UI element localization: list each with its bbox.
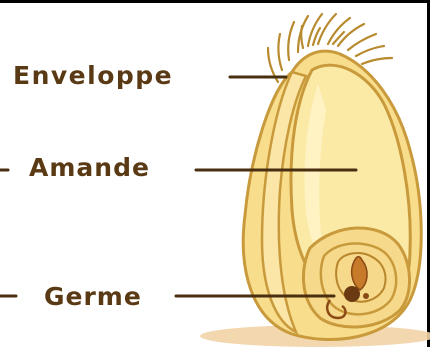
label-enveloppe: Enveloppe	[13, 63, 173, 88]
label-germe: Germe	[44, 284, 142, 309]
germ-dot	[363, 293, 369, 299]
germ-core	[344, 286, 360, 302]
label-amande: Amande	[29, 155, 150, 180]
